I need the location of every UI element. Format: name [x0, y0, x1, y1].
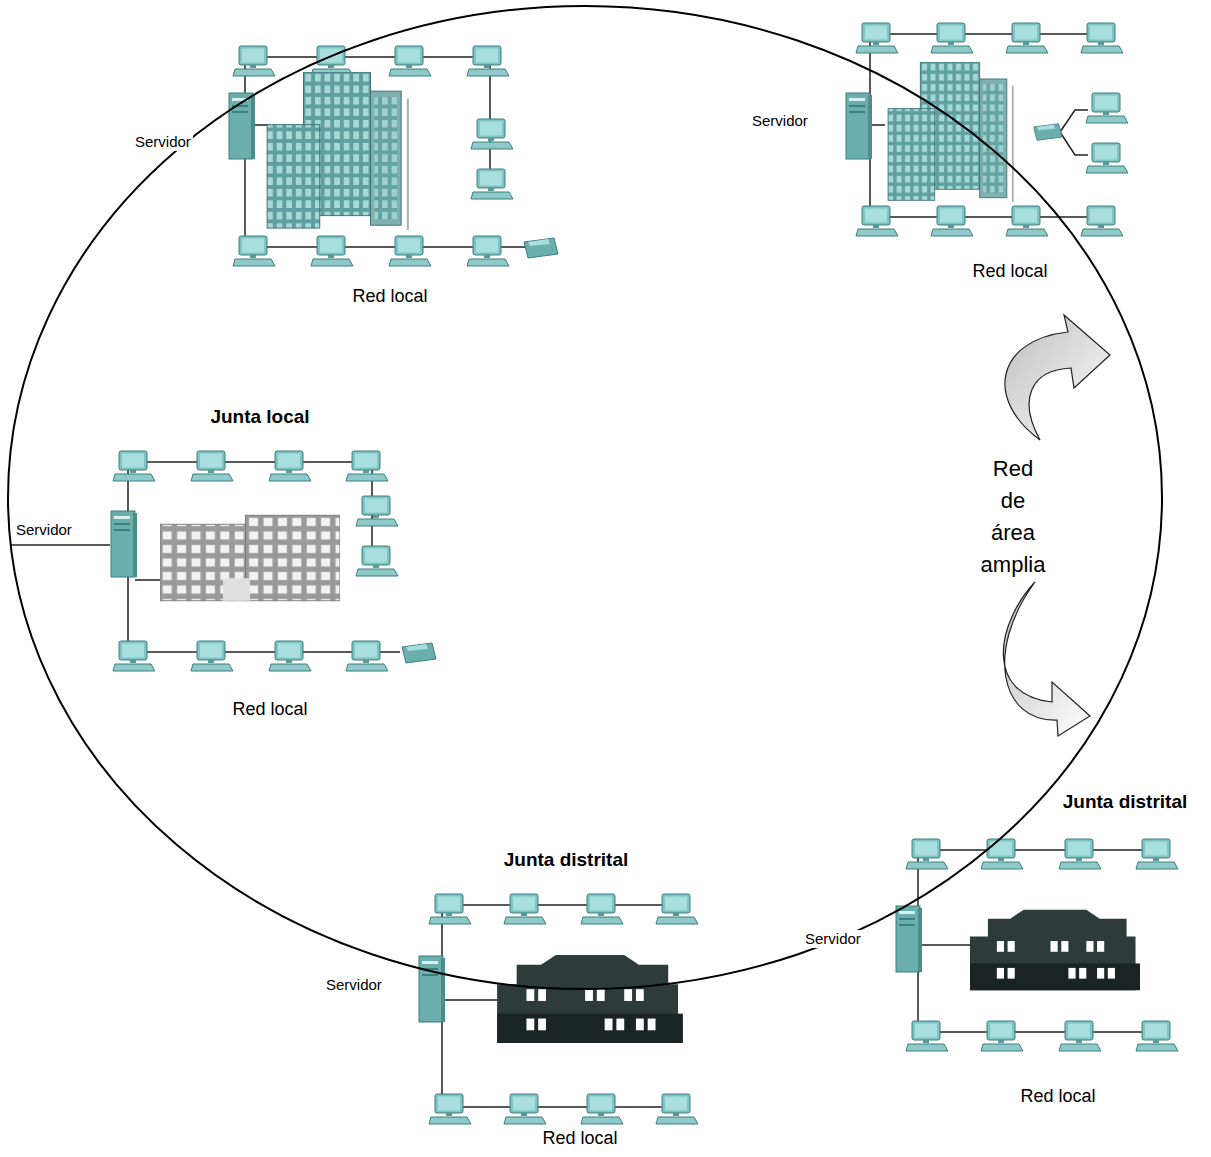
part-label: Red local — [970, 261, 1049, 283]
part-label: Red local — [540, 1128, 619, 1150]
part-label: Servidor — [803, 930, 863, 948]
site-name: Junta local — [208, 406, 311, 429]
part-label: Red local — [1018, 1086, 1097, 1108]
site-name: Junta distrital — [502, 849, 631, 872]
part-label: Red local — [230, 699, 309, 721]
part-label: Red local — [350, 286, 429, 308]
part-label: Servidor — [133, 133, 193, 151]
site-name: Junta distrital — [1061, 791, 1190, 814]
part-label: Servidor — [14, 521, 74, 539]
part-label: Servidor — [324, 976, 384, 994]
ellipse-outline — [7, 5, 1163, 990]
network-title: Red de área amplia — [981, 453, 1046, 581]
wan-ellipse: Red de área amplia — [7, 5, 1163, 990]
part-label: Servidor — [750, 112, 810, 130]
